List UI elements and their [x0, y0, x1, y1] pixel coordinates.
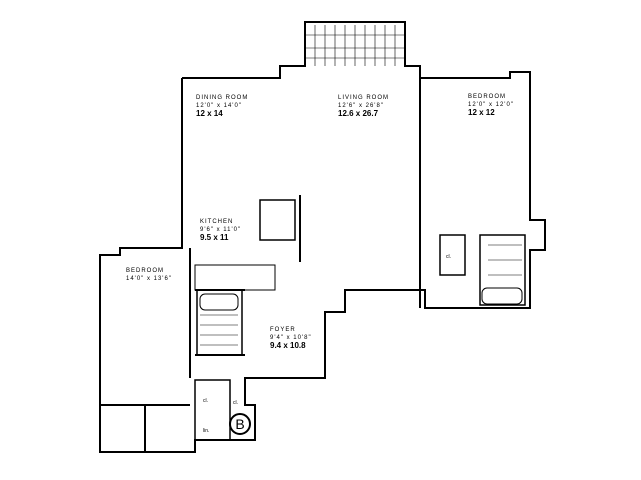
- foyer-name: FOYER: [270, 327, 296, 333]
- bedroom-left-label: BEDROOM 14'0" x 13'6": [126, 267, 172, 283]
- bath-tile-grid: [200, 244, 522, 346]
- dining-room-dims: 12'0" x 14'0": [196, 103, 242, 109]
- dining-room-name: DINING ROOM: [196, 95, 249, 101]
- kitchen-dims: 9'6" x 11'0": [200, 227, 242, 233]
- foyer-approx: 9.4 x 10.8: [270, 341, 306, 350]
- dining-room-approx: 12 x 14: [196, 109, 223, 118]
- bathtub-left: [199, 293, 239, 311]
- bathtub-right: [481, 287, 523, 305]
- balcony-grid: [305, 25, 405, 66]
- closet-foyer: [194, 379, 231, 441]
- closet-label-1: cl.: [203, 398, 208, 404]
- bathroom-right: [479, 234, 526, 306]
- foyer-dims: 9'4" x 10'8": [270, 335, 312, 341]
- bedroom-right-approx: 12 x 12: [468, 108, 495, 117]
- unit-letter-badge: B: [229, 413, 251, 435]
- bedroom-closet: [439, 234, 466, 276]
- living-room-dims: 12'6" x 26'8": [338, 103, 384, 109]
- bedroom-right-label: BEDROOM 12'0" x 12'0" 12 x 12: [468, 93, 514, 117]
- outer-wall: [99, 21, 546, 453]
- kitchen-approx: 9.5 x 11: [200, 233, 229, 242]
- bedroom-right-dims: 12'0" x 12'0": [468, 102, 514, 108]
- kitchen-counter: [194, 264, 276, 291]
- closet-label-2: cl.: [233, 400, 238, 406]
- kitchen-closet: [259, 199, 296, 241]
- bedroom-left-dims: 14'0" x 13'6": [126, 276, 172, 282]
- dining-room-label: DINING ROOM 12'0" x 14'0" 12 x 14: [196, 94, 248, 118]
- living-room-approx: 12.6 x 26.7: [338, 109, 379, 118]
- living-room-label: LIVING ROOM 12'6" x 26'8" 12.6 x 26.7: [338, 94, 389, 118]
- foyer-label: FOYER 9'4" x 10'8" 9.4 x 10.8: [270, 326, 312, 350]
- bedroom-left-name: BEDROOM: [126, 268, 165, 274]
- linen-label: lin.: [203, 428, 210, 434]
- kitchen-name: KITCHEN: [200, 219, 234, 225]
- bedroom-right-name: BEDROOM: [468, 94, 507, 100]
- closet-label-3: cl.: [446, 254, 451, 260]
- kitchen-label: KITCHEN 9'6" x 11'0" 9.5 x 11: [200, 218, 241, 242]
- living-room-name: LIVING ROOM: [338, 95, 390, 101]
